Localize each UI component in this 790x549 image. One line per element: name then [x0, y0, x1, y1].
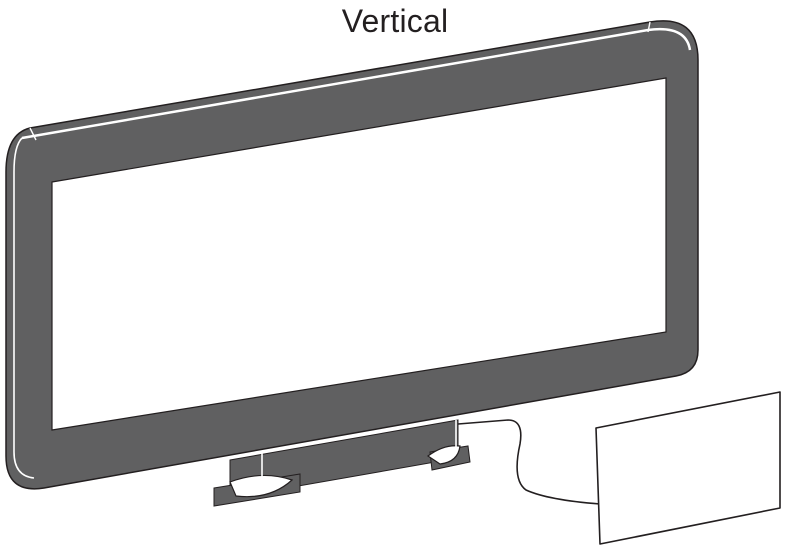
stand-right-foot: [426, 420, 471, 471]
diagram-title: Vertical: [341, 3, 449, 39]
external-card: [595, 391, 781, 545]
stand-left-foot: [213, 452, 301, 507]
monitor-screen-area: [51, 77, 667, 431]
connection-cable: [457, 419, 601, 505]
monitor-stand: [213, 419, 471, 507]
